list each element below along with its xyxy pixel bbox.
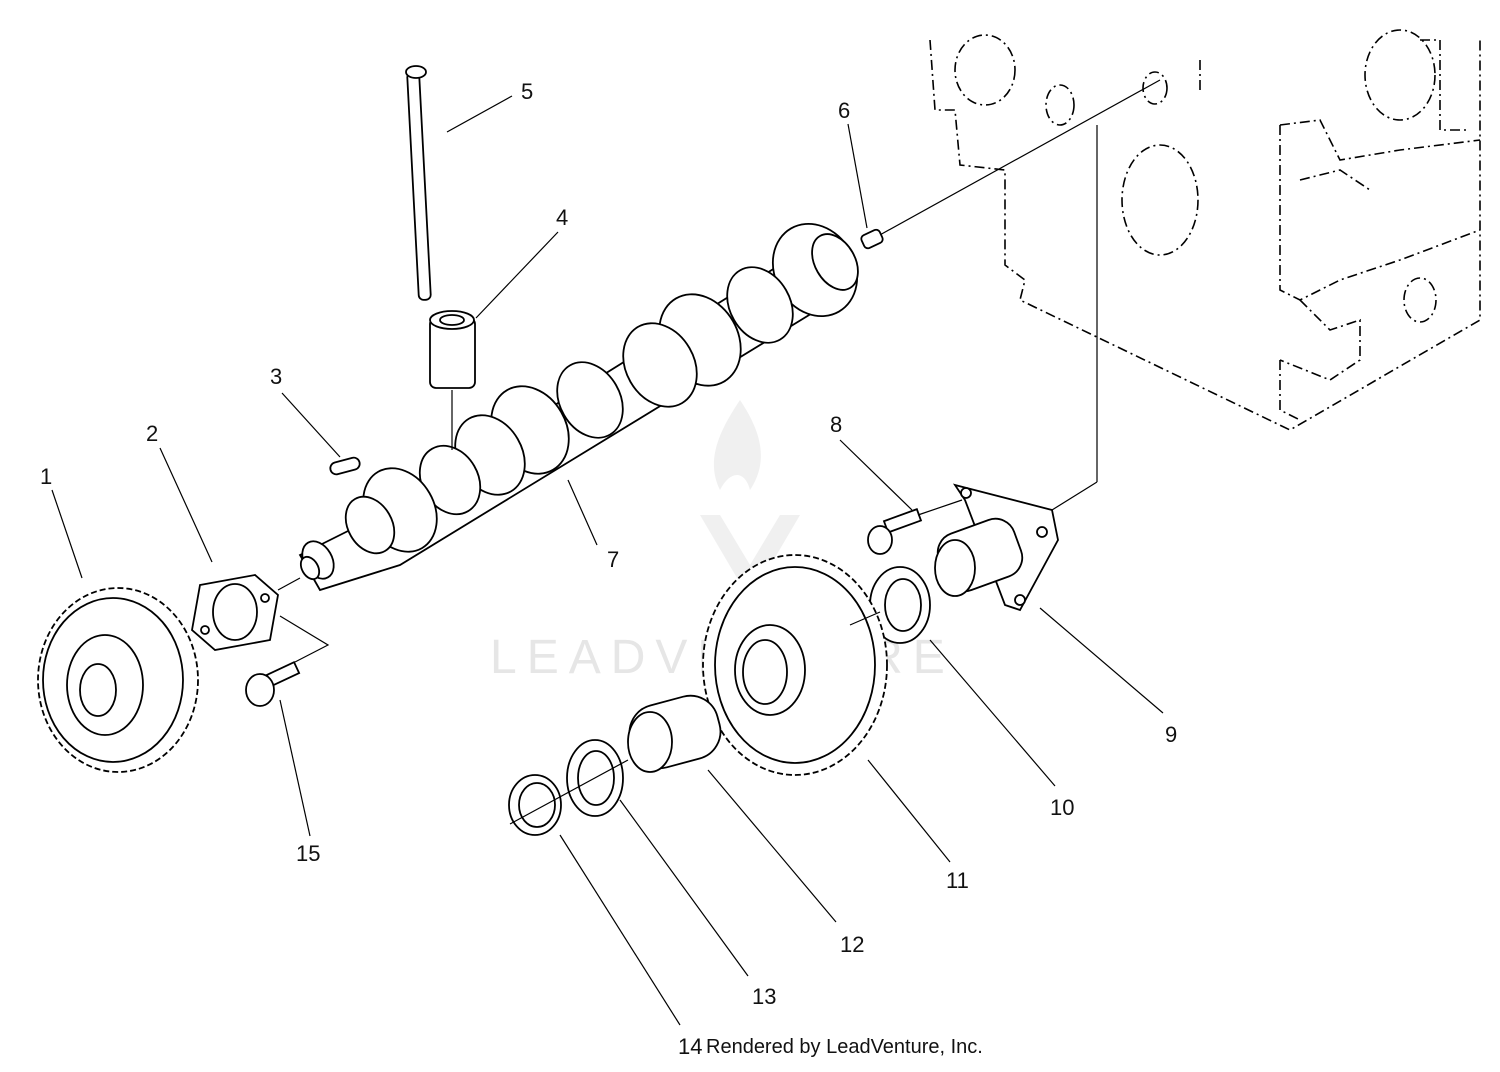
callout-7: 7 xyxy=(607,547,619,572)
engine-block xyxy=(929,29,1481,431)
callout-2: 2 xyxy=(146,421,158,446)
callout-5: 5 xyxy=(521,79,533,104)
leader-lines xyxy=(51,95,1164,1026)
callout-10: 10 xyxy=(1050,795,1074,820)
callout-1: 1 xyxy=(40,464,52,489)
thrust-plate xyxy=(191,574,279,651)
callout-11: 11 xyxy=(946,868,969,893)
bushing xyxy=(627,694,722,773)
callout-4: 4 xyxy=(556,205,568,230)
watermark-logo xyxy=(700,400,800,600)
callout-8: 8 xyxy=(830,412,842,437)
callout-13: 13 xyxy=(752,984,776,1009)
idler-shaft-support xyxy=(934,483,1059,612)
thrust-washer-10 xyxy=(869,566,931,644)
idler-gear xyxy=(702,554,888,776)
camshaft xyxy=(298,222,859,592)
credit-text: Rendered by LeadVenture, Inc. xyxy=(706,1036,983,1058)
callout-15: 15 xyxy=(296,841,320,866)
callout-3: 3 xyxy=(270,364,282,389)
callout-12: 12 xyxy=(840,932,864,957)
bolt-8 xyxy=(867,508,923,555)
callout-9: 9 xyxy=(1165,722,1177,747)
tappet xyxy=(429,310,476,389)
woodruff-key xyxy=(329,456,361,476)
callout-6: 6 xyxy=(838,98,850,123)
bolt-15 xyxy=(245,661,301,707)
snap-ring xyxy=(508,774,562,836)
callout-14: 14 xyxy=(678,1034,702,1059)
timing-gear-left xyxy=(37,587,199,773)
plug xyxy=(860,228,884,250)
push-rod xyxy=(405,65,432,301)
